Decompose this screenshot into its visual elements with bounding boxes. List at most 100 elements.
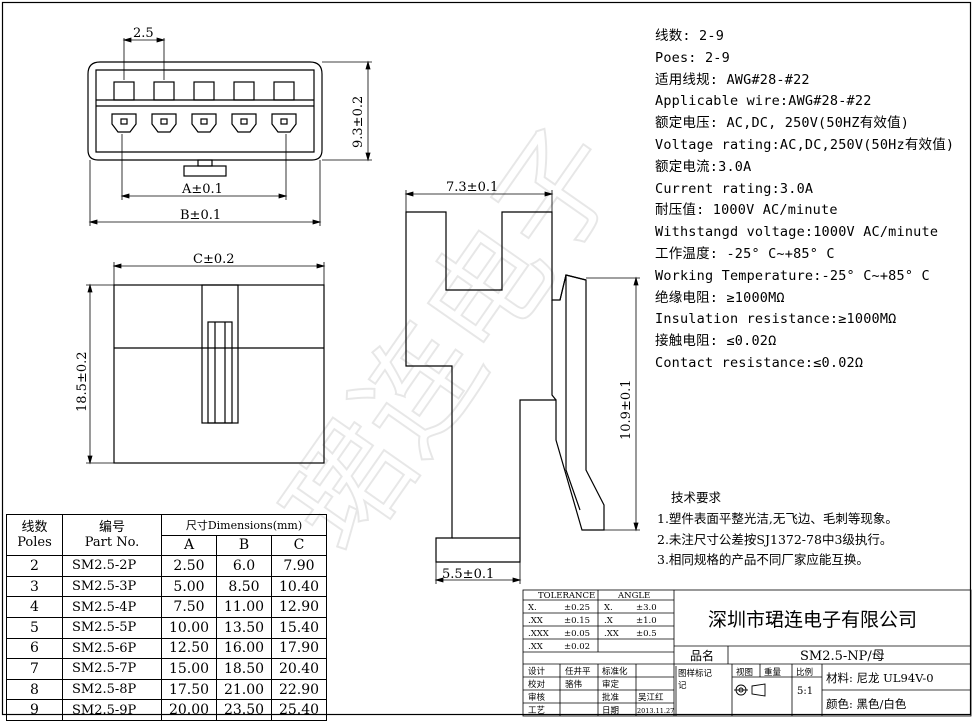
back-dimensions xyxy=(86,262,326,465)
cell-c: 15.40 xyxy=(271,616,327,639)
tb-sig-designer: 任井平 xyxy=(565,666,591,677)
note-item: 1.塑件表面平整光洁,无飞边、毛刺等现象。 xyxy=(657,510,898,526)
spec-line: 额定电压: AC,DC, 250V(50HZ有效值) xyxy=(655,115,910,132)
front-view xyxy=(87,61,323,177)
cell-b: 11.00 xyxy=(216,596,272,618)
projection-symbol-icon xyxy=(734,683,766,697)
header-dimensions: 尺寸Dimensions(mm) xyxy=(161,514,327,536)
dim-front-height: 9.3±0.2 xyxy=(351,96,366,148)
note-item: 2.未注尺寸公差按SJ1372-78中3级执行。 xyxy=(657,531,893,547)
cell-a: 5.00 xyxy=(161,575,217,598)
spec-line: 绝缘电阻: ≥1000MΩ xyxy=(655,289,785,306)
spec-line: Current rating:3.0A xyxy=(655,180,814,197)
cell-a: 12.50 xyxy=(161,637,217,660)
tb-sig-date: 日期 xyxy=(602,706,619,716)
tb-tol-k3: .XX xyxy=(528,642,544,652)
tb-angle: ANGLE xyxy=(617,591,650,601)
cell-part-no: SM2.5-4P xyxy=(62,596,162,618)
front-dimensions xyxy=(88,37,372,226)
cell-b: 21.00 xyxy=(216,678,272,701)
spec-line: 线数: 2-9 xyxy=(655,28,725,44)
cell-part-no: SM2.5-7P xyxy=(62,658,162,680)
back-view xyxy=(113,284,325,464)
cell-b: 8.50 xyxy=(216,575,272,598)
cell-c: 12.90 xyxy=(271,596,327,618)
dim-side-base: 5.5±0.1 xyxy=(442,567,494,582)
cell-poles: 5 xyxy=(6,616,63,639)
watermark: 珺连电子 xyxy=(259,103,650,578)
dim-side-width: 7.3±0.1 xyxy=(446,180,498,195)
cell-poles: 6 xyxy=(6,637,63,660)
cell-a: 15.00 xyxy=(161,658,217,680)
tb-tol-k1: .XX xyxy=(528,616,544,626)
tb-view-label: 视图 xyxy=(736,667,753,678)
tb-ang-k0: X. xyxy=(604,603,613,613)
cell-b: 16.00 xyxy=(216,637,272,660)
cell-poles: 2 xyxy=(6,555,63,577)
header-b: B xyxy=(216,534,272,557)
spec-line: Insulation resistance:≥1000MΩ xyxy=(655,311,897,328)
tb-tolerance: TOLERANCE xyxy=(538,591,595,601)
cell-poles: 9 xyxy=(6,699,63,721)
cell-a: 10.00 xyxy=(161,616,217,639)
tb-ang-k1: .X xyxy=(604,616,614,626)
tb-sig-review: 审核 xyxy=(528,692,546,703)
tb-sig-design: 设计 xyxy=(528,666,546,677)
spec-list: 线数: 2-9 Poes: 2-9 适用线规: AWG#28-#22 Appli… xyxy=(655,26,954,375)
dim-c: C±0.2 xyxy=(193,252,235,267)
tb-stage-mark: 记 xyxy=(678,681,687,691)
tb-tol-v2: ±0.05 xyxy=(564,629,590,639)
tb-tol-v3: ±0.02 xyxy=(564,642,590,652)
tb-date: 2013.11.27 xyxy=(637,707,674,715)
cell-c: 20.40 xyxy=(271,658,327,680)
cell-c: 25.40 xyxy=(271,699,327,721)
tb-ang-v0: ±3.0 xyxy=(636,603,657,613)
cell-b: 6.0 xyxy=(216,555,272,577)
technical-notes: 技术要求 1.塑件表面平整光洁,无飞边、毛刺等现象。 2.未注尺寸公差按SJ13… xyxy=(657,488,898,571)
notes-title: 技术要求 xyxy=(671,490,722,505)
dim-a: A±0.1 xyxy=(181,182,223,197)
tb-ang-v2: ±0.5 xyxy=(636,629,657,639)
tb-product-label: 品名 xyxy=(690,648,714,663)
tb-sig-review2: 审定 xyxy=(602,679,620,690)
spec-line: Withstangd voltage:1000V AC/minute xyxy=(655,224,939,241)
cell-part-no: SM2.5-2P xyxy=(62,555,162,577)
cell-b: 13.50 xyxy=(216,616,272,639)
cell-c: 10.40 xyxy=(271,575,327,598)
tb-tol-k0: X. xyxy=(528,603,537,613)
side-view xyxy=(405,211,605,563)
cell-c: 7.90 xyxy=(271,555,327,577)
watermark-text: 珺连电子 xyxy=(260,104,649,577)
cell-part-no: SM2.5-9P xyxy=(62,699,162,721)
cell-a: 20.00 xyxy=(161,699,217,721)
tb-ang-v1: ±1.0 xyxy=(636,616,657,626)
cell-c: 22.90 xyxy=(271,678,327,701)
cell-part-no: SM2.5-3P xyxy=(62,575,162,598)
cell-part-no: SM2.5-8P xyxy=(62,678,162,701)
tb-sig-check: 校对 xyxy=(528,679,546,690)
cell-b: 23.50 xyxy=(216,699,272,721)
title-block-grid xyxy=(522,589,972,717)
tb-color: 颜色: 黑色/白色 xyxy=(826,697,907,711)
tb-weight-label: 重量 xyxy=(764,667,782,678)
cell-poles: 7 xyxy=(6,658,63,680)
tb-company: 深圳市珺连电子有限公司 xyxy=(708,609,917,631)
tb-sig-approve: 批准 xyxy=(602,692,620,703)
tb-tol-v0: ±0.25 xyxy=(564,603,590,613)
cell-c: 17.90 xyxy=(271,637,327,660)
spec-line: Working Temperature:-25° C~+85° C xyxy=(655,267,930,284)
cell-part-no: SM2.5-6P xyxy=(62,637,162,660)
dim-side-height: 10.9±0.1 xyxy=(619,379,634,440)
spec-line: 接触电阻: ≤0.02Ω xyxy=(655,333,777,350)
